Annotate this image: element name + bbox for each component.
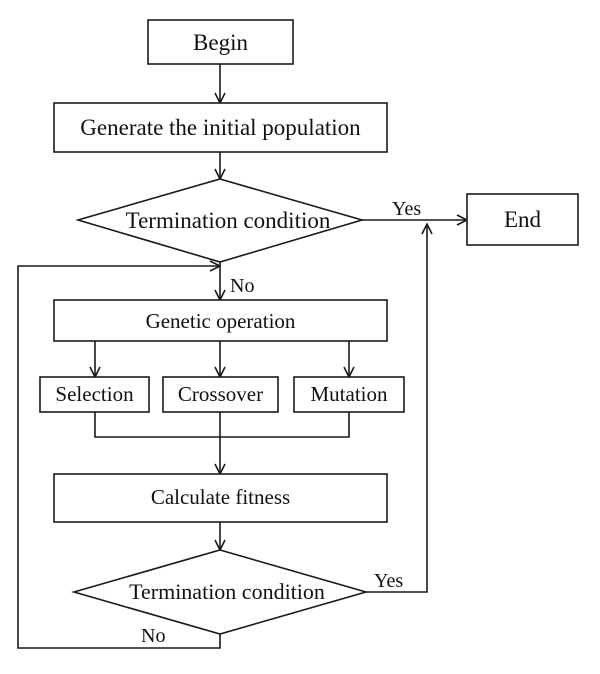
node-calculate-fitness-label: Calculate fitness bbox=[151, 485, 290, 509]
edges bbox=[17, 64, 467, 649]
edge-labels: Yes No Yes No bbox=[141, 198, 421, 647]
node-termination-2-label: Termination condition bbox=[129, 579, 325, 604]
edge-label-yes-top: Yes bbox=[392, 198, 421, 220]
node-begin-label: Begin bbox=[193, 30, 248, 55]
edge-termination-2-yes-up bbox=[366, 224, 427, 593]
node-mutation-label: Mutation bbox=[311, 382, 388, 406]
node-genetic-operation-label: Genetic operation bbox=[146, 309, 296, 333]
node-crossover: Crossover bbox=[162, 376, 279, 413]
node-generate-label: Generate the initial population bbox=[80, 115, 361, 140]
node-calculate-fitness: Calculate fitness bbox=[53, 473, 388, 523]
edge-operators-merge bbox=[94, 412, 350, 438]
node-end: End bbox=[466, 193, 579, 246]
edge-loop-back-to-genetic-operation bbox=[17, 266, 220, 649]
node-selection-label: Selection bbox=[55, 382, 134, 406]
edge-label-no-bottom: No bbox=[141, 625, 165, 647]
edge-label-no-top: No bbox=[230, 275, 254, 297]
node-termination-condition-1: Termination condition bbox=[75, 178, 365, 263]
node-end-label: End bbox=[504, 207, 542, 232]
node-genetic-operation: Genetic operation bbox=[53, 299, 388, 342]
node-termination-1-label: Termination condition bbox=[126, 208, 331, 233]
edge-label-yes-bottom: Yes bbox=[374, 570, 403, 592]
node-generate-initial-population: Generate the initial population bbox=[53, 102, 388, 153]
node-begin: Begin bbox=[147, 19, 294, 65]
node-selection: Selection bbox=[39, 376, 150, 413]
node-termination-condition-2: Termination condition bbox=[71, 549, 369, 635]
node-crossover-label: Crossover bbox=[178, 382, 263, 406]
node-mutation: Mutation bbox=[293, 376, 405, 413]
